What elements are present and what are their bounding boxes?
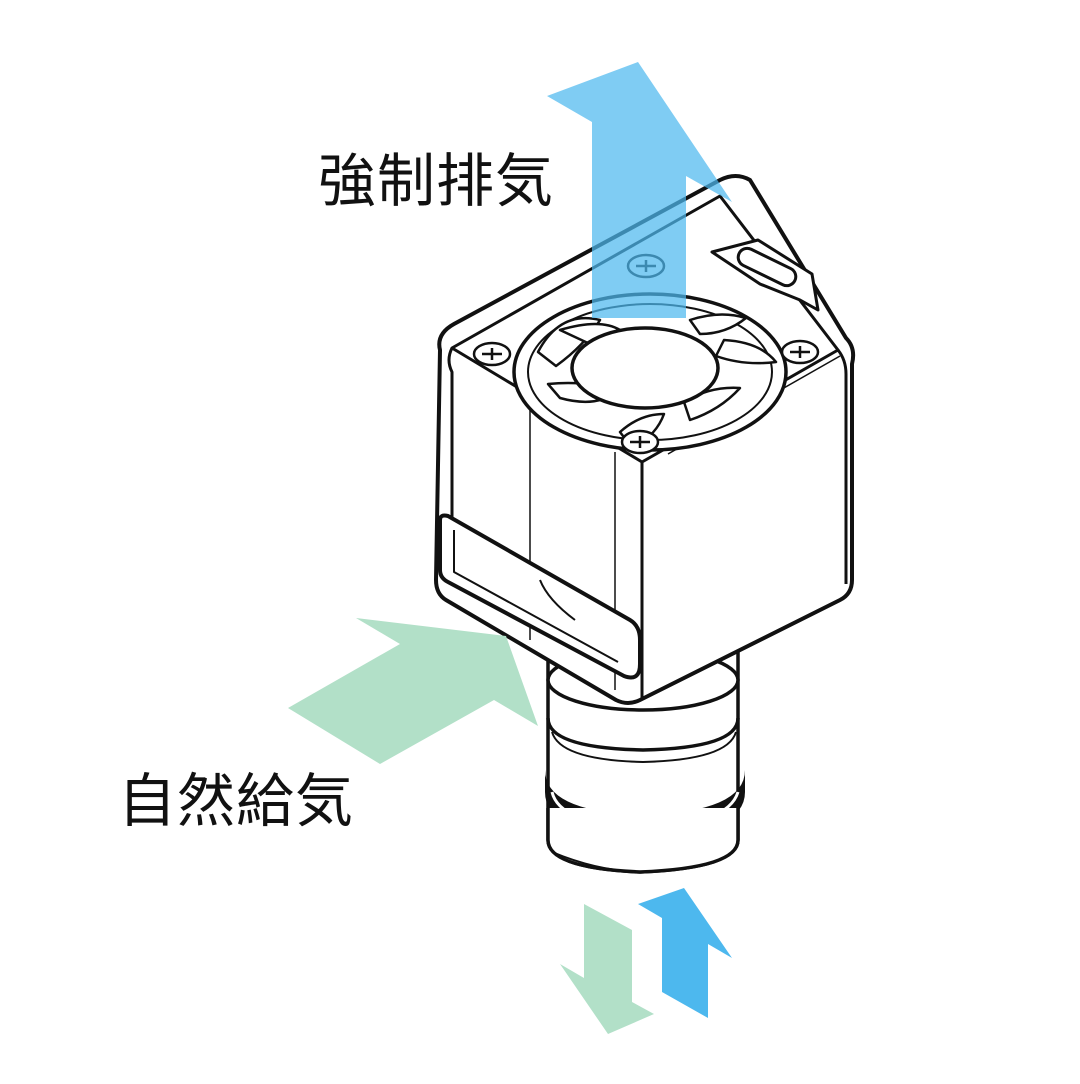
exhaust-arrow	[547, 62, 732, 318]
screw-icon	[472, 341, 512, 367]
intake-arrow	[288, 618, 538, 764]
bottom-exhaust-up-arrow	[638, 888, 732, 1018]
intake-tray	[438, 513, 642, 680]
fan	[512, 292, 788, 452]
screw-icon	[620, 429, 660, 455]
rear-clip	[710, 238, 820, 312]
forced-exhaust-label: 強制排気	[318, 147, 555, 215]
bottom-intake-down-arrow	[560, 904, 654, 1034]
natural-intake-label: 自然給気	[118, 767, 355, 835]
screw-icon	[780, 339, 820, 365]
